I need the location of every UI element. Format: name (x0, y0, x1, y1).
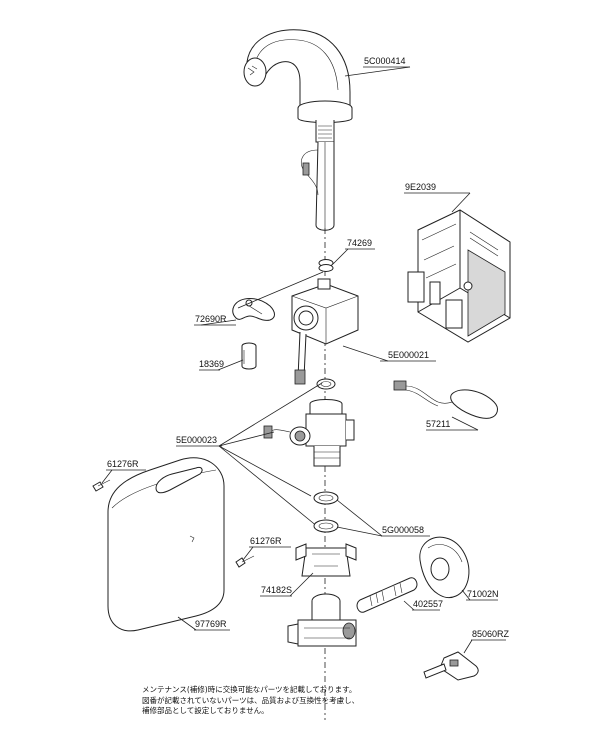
label-battery-cable: 57211 (426, 419, 450, 429)
leader-5c000414 (344, 66, 411, 77)
label-holder: 74182S (261, 585, 292, 595)
cover (107, 457, 225, 632)
label-faucet-body: 5C000414 (364, 56, 406, 66)
label-bracket: 72690R (195, 314, 227, 324)
label-flange: 71002N (467, 589, 499, 599)
valve-assembly (263, 399, 355, 467)
holder (295, 543, 357, 577)
key (423, 651, 479, 681)
note-line-3: 補修部品として設定しておりません。 (142, 706, 269, 715)
label-controller: 9E2039 (405, 182, 436, 192)
label-screw-top: 61276R (107, 459, 139, 469)
gasket-upper (313, 491, 339, 505)
screw-top (92, 479, 111, 492)
o-ring-upper (316, 378, 336, 390)
solenoid-unit (291, 278, 359, 385)
gasket-lower (313, 519, 339, 533)
note-line-2: 図番が記載されていないパーツは、品質および互換性を考慮し、 (142, 695, 360, 705)
faucet-spout (243, 29, 353, 231)
flange (419, 536, 470, 598)
label-solenoid: 5E000021 (388, 350, 429, 360)
label-key: 85060RZ (472, 629, 510, 639)
label-spacer: 18369 (199, 359, 224, 369)
screw-side (235, 555, 255, 568)
label-gasket: 5G000058 (382, 525, 424, 535)
label-cover: 97769R (195, 619, 227, 629)
valve-body (287, 593, 357, 647)
spacer (241, 342, 257, 370)
label-pipe: 402557 (413, 599, 443, 609)
label-clip: 74269 (347, 238, 372, 248)
pipe (356, 577, 418, 613)
label-valve-assembly: 5E000023 (176, 435, 217, 445)
mount-bracket (232, 298, 275, 321)
battery-cable (393, 380, 498, 419)
hose-clip (318, 259, 334, 272)
maintenance-note: メンテナンス(補修)時に交換可能なパーツを記載しております。 図番が記載されてい… (142, 685, 442, 717)
label-screw-side: 61276R (250, 536, 282, 546)
controller-box (407, 209, 511, 343)
note-line-1: メンテナンス(補修)時に交換可能なパーツを記載しております。 (142, 685, 357, 694)
